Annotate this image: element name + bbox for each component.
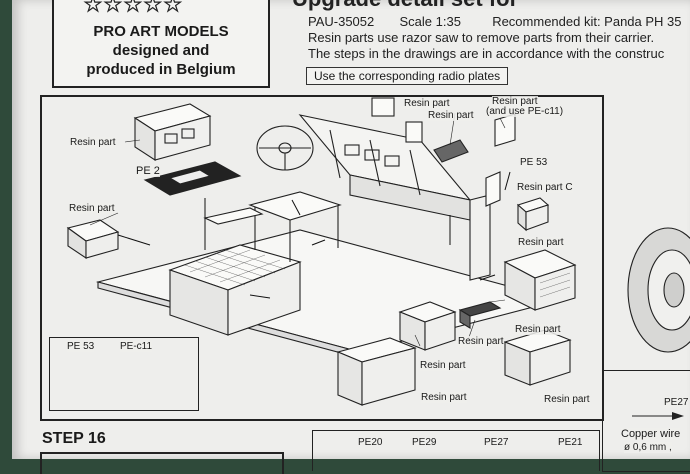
label-resin-part-4: Resin part <box>428 110 474 121</box>
inset-label-pe53: PE 53 <box>67 341 95 352</box>
inset-label-pec11: PE-c11 <box>120 341 153 352</box>
label-pe21: PE21 <box>558 437 583 448</box>
recommended-kit: Recommended kit: Panda PH 35 <box>492 14 682 29</box>
label-pe20: PE20 <box>358 437 383 448</box>
product-code: PAU-35052 <box>308 14 375 29</box>
brand-line-2: designed and <box>112 42 210 59</box>
label-resin-part-9: Resin part <box>420 360 466 371</box>
label-resin-part-1: Resin part <box>70 137 116 148</box>
label-resin-part-c: Resin part C <box>517 182 573 193</box>
label-pe-2: PE 2 <box>136 165 160 177</box>
brand-text: PRO ART MODELS designed and produced in … <box>54 22 268 79</box>
label-resin-part-8: Resin part <box>458 336 504 347</box>
star-rating-icon: ★★★★★ <box>83 0 184 17</box>
brand-box: ★★★★★ PRO ART MODELS designed and produc… <box>52 0 270 88</box>
step-16-title: STEP 16 <box>42 430 106 447</box>
scale-text: Scale 1:35 <box>399 14 461 29</box>
arrow-icon <box>632 412 684 420</box>
label-use-pe-c11: (and use PE-c11) <box>486 106 564 117</box>
label-resin-part-5: Resin part <box>492 96 538 107</box>
label-copper-size: ø 0,6 mm , <box>624 442 672 453</box>
label-pe-53: PE 53 <box>520 157 548 168</box>
label-resin-part-2: Resin part <box>69 203 115 214</box>
step-16-frame <box>40 452 284 474</box>
sheet-heading: Upgrade detail set for <box>292 0 518 12</box>
label-pe27-right: PE27 <box>664 397 689 408</box>
label-resin-part-6: Resin part <box>518 237 564 248</box>
info-line-3: The steps in the drawings are in accorda… <box>308 46 665 61</box>
label-resin-part-3: Resin part <box>404 98 450 109</box>
info-line-1: PAU-35052 Scale 1:35 Recommended kit: Pa… <box>308 14 682 29</box>
step-15-diagram-frame <box>40 95 604 421</box>
label-copper-wire: Copper wire <box>621 428 681 440</box>
label-resin-part-10: Resin part <box>421 392 467 403</box>
brand-line-1: PRO ART MODELS <box>93 23 229 40</box>
copper-wire-frame <box>602 370 690 472</box>
label-pe27: PE27 <box>484 437 509 448</box>
brand-line-3: produced in Belgium <box>86 61 236 78</box>
label-resin-part-11: Resin part <box>544 394 590 405</box>
info-line-2: Resin parts use razor saw to remove part… <box>308 30 655 45</box>
label-pe29: PE29 <box>412 437 437 448</box>
label-resin-part-7: Resin part <box>515 324 561 335</box>
radio-plates-hint: Use the corresponding radio plates <box>306 67 509 85</box>
pe-parts-frame <box>312 430 600 471</box>
